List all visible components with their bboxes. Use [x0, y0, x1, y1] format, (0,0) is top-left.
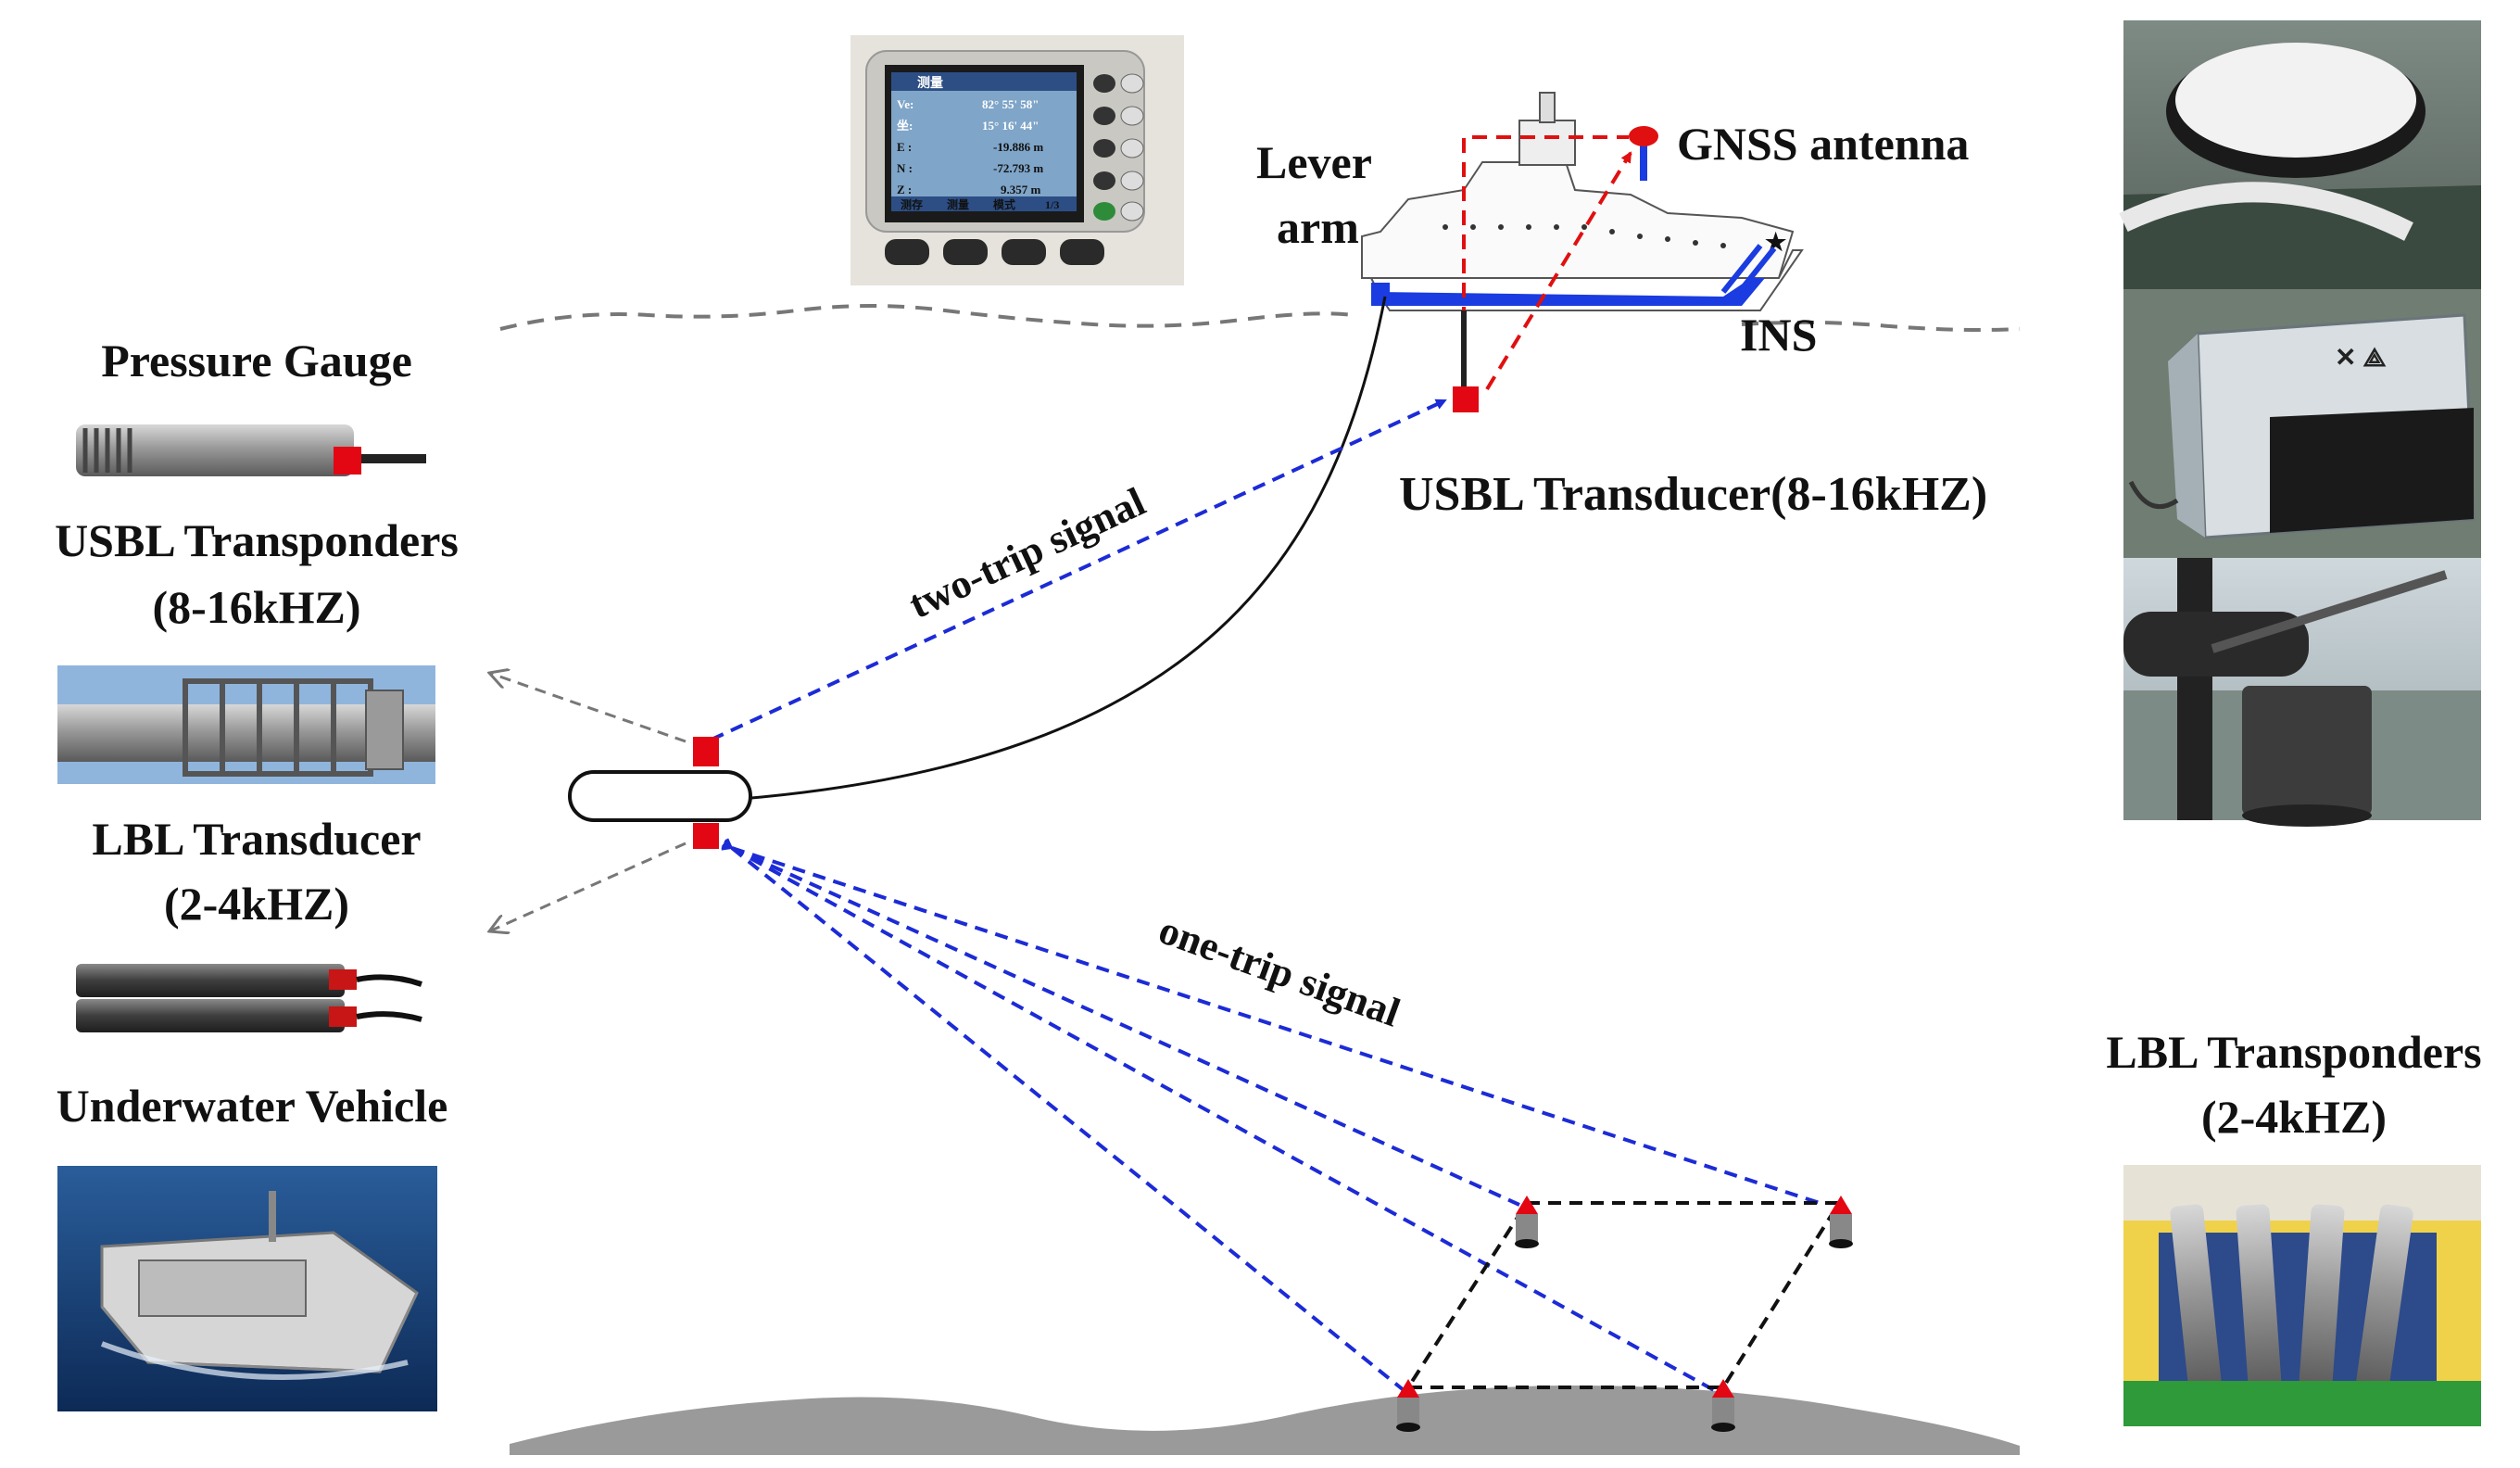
- lbl-beacon-icon: [1711, 1379, 1735, 1432]
- auv-capsule-icon: [568, 737, 752, 849]
- gnss-display-tab: 测量: [917, 75, 943, 91]
- lbl-beacon-icon: [1396, 1379, 1420, 1432]
- one-trip-signal-label: one-trip signal: [1153, 906, 1406, 1035]
- gnss-softkey: 测量: [947, 197, 969, 211]
- usbl-transponders-label: USBL Transponders: [55, 514, 459, 566]
- lbl-transponders-label: LBL Transponders: [2106, 1026, 2481, 1078]
- lbl-transponders-freq-label: (2-4kHZ): [2201, 1091, 2387, 1143]
- lbl-transponders-photo: [2123, 1165, 2481, 1426]
- gnss-display-row-label: Ve:: [897, 97, 914, 111]
- gnss-display-row-value: -19.886 m: [993, 140, 1043, 154]
- ins-photo: ✕ ⟁: [2123, 289, 2481, 558]
- gnss-display-row-label: E :: [897, 140, 912, 154]
- gnss-softkey: 1/3: [1045, 198, 1059, 211]
- lbl-transducer-photo: [76, 964, 422, 1032]
- gnss-display-row-value: 15° 16' 44": [982, 119, 1040, 133]
- usbl-transducer-photo: [2123, 558, 2481, 827]
- gnss-softkey: 模式: [993, 197, 1015, 211]
- gnss-display-row-label: Z :: [897, 183, 912, 196]
- one-trip-signal-lines: [721, 838, 1826, 1392]
- lbl-array-outline: [1405, 1201, 1843, 1389]
- underwater-vehicle-label: Underwater Vehicle: [57, 1080, 448, 1132]
- ins-logo-icon: ✕ ⟁: [2335, 344, 2386, 373]
- gnss-display-row-label: 坐:: [897, 119, 913, 133]
- pressure-gauge-photo: [76, 424, 426, 476]
- usbl-transponders-freq-label: (8-16kHZ): [153, 581, 361, 633]
- usbl-transducer-icon: [1453, 386, 1479, 412]
- gnss-display-row-value: -72.793 m: [993, 161, 1043, 175]
- arrow-to-usbl-transponder: [489, 673, 687, 743]
- gnss-controller-photo: 测量 Ve: 82° 55' 58" 坐: 15° 16' 44" E : -1…: [850, 35, 1184, 285]
- lever-arm-diagonal: [1485, 151, 1632, 391]
- usbl-transducer-label: USBL Transducer(8-16kHZ): [1399, 468, 1987, 521]
- lbl-transducer-freq-label: (2-4kHZ): [164, 878, 349, 930]
- gnss-display-row-label: N :: [897, 161, 913, 175]
- lever-arm-line: [1462, 135, 1629, 394]
- arrow-to-lbl-transducer: [489, 842, 687, 931]
- sea-surface-line-right: [1741, 320, 2021, 332]
- usbl-transponder-photo: [57, 665, 435, 784]
- underwater-vehicle-photo: [57, 1166, 437, 1411]
- lever-arm-label-2: arm: [1277, 201, 1359, 253]
- pressure-gauge-label: Pressure Gauge: [101, 335, 412, 386]
- lbl-beacon-icon: [1829, 1196, 1853, 1248]
- sea-surface-line: [499, 304, 1354, 331]
- ins-label: INS: [1740, 309, 1817, 361]
- two-trip-signal-label: two-trip signal: [902, 478, 1153, 627]
- lbl-transducer-label: LBL Transducer: [92, 813, 421, 865]
- gnss-softkey: 测存: [901, 197, 923, 211]
- ship-hull-stripe: [1376, 278, 1765, 306]
- gnss-antenna-icon: [1629, 126, 1658, 181]
- two-trip-signal-line: [700, 399, 1447, 749]
- gnss-antenna-label: GNSS antenna: [1677, 118, 1969, 170]
- lbl-beacon-icon: [1515, 1196, 1539, 1248]
- gnss-antenna-photo: [2119, 20, 2481, 289]
- seafloor: [510, 1386, 2020, 1455]
- lever-arm-label: Lever: [1256, 136, 1372, 188]
- gnss-display-row-value: 9.357 m: [1001, 183, 1041, 196]
- gnss-display-row-value: 82° 55' 58": [982, 97, 1040, 111]
